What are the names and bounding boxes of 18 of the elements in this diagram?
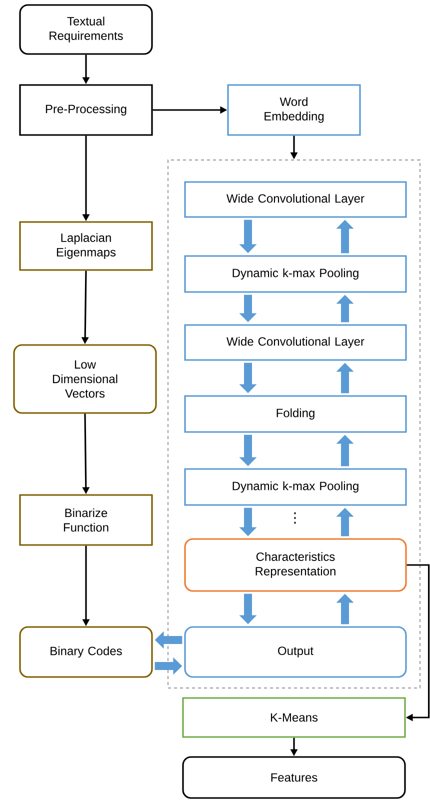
process-box: Laplacian Eigenmaps (19, 221, 153, 271)
process-box: Textual Requirements (19, 4, 153, 55)
layer-box: Dynamic k-max Pooling (184, 255, 407, 293)
dashed-frame (167, 159, 421, 689)
process-box: Binarize Function (19, 494, 153, 546)
process-box: Pre-Processing (19, 84, 153, 136)
layer-box: Output (184, 626, 407, 678)
layer-box: Wide Convolutional Layer (184, 324, 407, 361)
process-box: Word Embedding (227, 84, 361, 136)
layer-box: Characteristics Representation (184, 538, 407, 592)
vertical-dots: ⋮ (294, 512, 296, 524)
process-box: Features (182, 756, 406, 799)
layer-box: Dynamic k-max Pooling (184, 468, 407, 506)
layer-box: Wide Convolutional Layer (184, 181, 407, 218)
process-box: K-Means (182, 697, 406, 738)
process-box: Binary Codes (19, 626, 153, 678)
layer-box: Folding (184, 395, 407, 433)
process-box: Low Dimensional Vectors (13, 344, 157, 414)
